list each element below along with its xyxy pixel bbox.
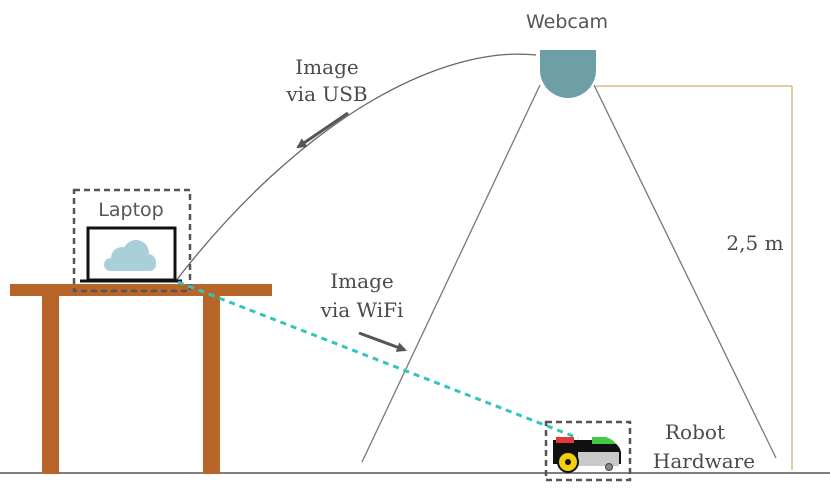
fov-right-line [593,84,777,459]
robot-caster [605,463,613,471]
table-leg-left [42,296,59,474]
laptop-icon [80,226,182,283]
usb-label-line1: Image [295,55,358,79]
wifi-label-line1: Image [330,269,393,293]
table-leg-right [203,296,220,474]
table-icon [10,284,272,474]
robot-green-part [592,437,616,444]
robot-label-line1: Robot [665,420,725,444]
usb-label-line2: via USB [285,82,367,106]
wifi-label-line2: via WiFi [320,298,404,322]
webcam-label: Webcam [526,11,608,33]
webcam-icon [540,50,596,98]
robot-wheel-hub [565,459,571,465]
laptop-dashed-box [72,188,192,293]
height-label: 2,5 m [726,231,783,255]
usb-arrow [296,111,349,149]
robot-red-part [556,437,574,443]
usb-cable [174,53,537,283]
cloud-icon [104,240,156,271]
robot-icon [553,437,621,473]
robot-gray-part [578,452,619,466]
robot-label-line2: Hardware [653,449,755,473]
robot-dashed-box [544,420,632,482]
laptop-label: Laptop [98,199,163,221]
wifi-link [177,280,579,440]
fov-left-line [361,84,541,463]
wifi-arrow [358,331,407,352]
